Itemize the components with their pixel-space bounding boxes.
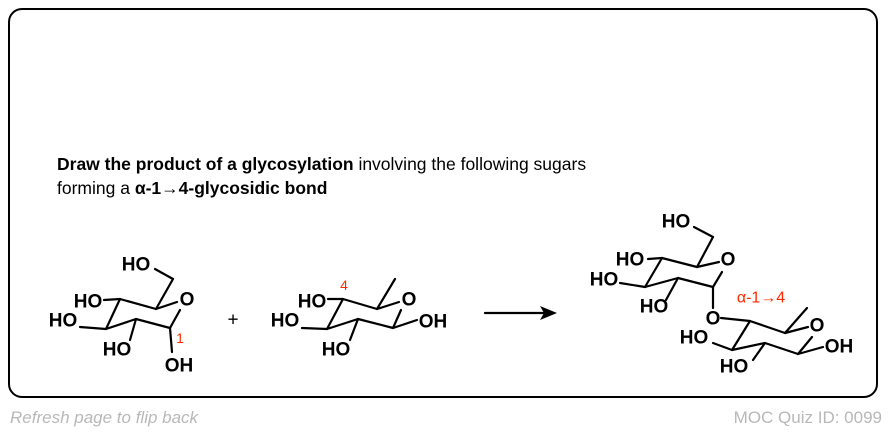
question-text: Draw the product of a glycosylation invo… (57, 152, 586, 200)
product-disaccharide: HO O HO HO HO O O HO HO OH α-1→4 (590, 212, 854, 378)
question-start-2: forming a (57, 178, 135, 198)
atom-label: HO (322, 340, 351, 361)
atom-label: OH (165, 356, 194, 377)
atom-label: O (810, 316, 825, 337)
flip-back-hint: Refresh page to flip back (10, 408, 199, 427)
glycosidic-oxygen: O (706, 309, 721, 330)
carbon-number: 1 (176, 330, 184, 346)
reactant-sugar-2: O HO HO HO OH 4 (271, 277, 448, 361)
quiz-id: MOC Quiz ID: 0099 (733, 408, 882, 427)
atom-label: HO (590, 270, 619, 291)
atom-label: HO (298, 292, 327, 313)
atom-label: HO (122, 255, 151, 276)
reactant-glucose: HO O HO HO HO OH 1 (49, 255, 195, 377)
atom-label: HO (74, 292, 103, 313)
reaction-arrow (483, 306, 557, 320)
atom-label: HO (720, 357, 749, 378)
question-bold-1: Draw the product of a glycosylation (57, 154, 354, 174)
atom-label: O (180, 290, 195, 311)
atom-label: OH (419, 312, 448, 333)
plus-sign: + (227, 310, 238, 331)
atom-label: HO (680, 328, 709, 349)
carbon-number: 4 (340, 277, 348, 293)
quiz-card[interactable] (8, 8, 878, 398)
atom-label: HO (616, 250, 645, 271)
atom-label: HO (103, 340, 132, 361)
linkage-label: α-1→4 (737, 290, 785, 307)
atom-label: HO (662, 212, 691, 233)
atom-label: O (402, 290, 417, 311)
atom-label: O (721, 250, 736, 271)
atom-label: HO (640, 297, 669, 318)
atom-label: HO (49, 311, 78, 332)
question-bold-2: α-1→4-glycosidic bond (134, 178, 328, 198)
atom-label: OH (825, 337, 854, 358)
question-rest-1: involving the following sugars (353, 154, 587, 174)
atom-label: HO (271, 311, 300, 332)
